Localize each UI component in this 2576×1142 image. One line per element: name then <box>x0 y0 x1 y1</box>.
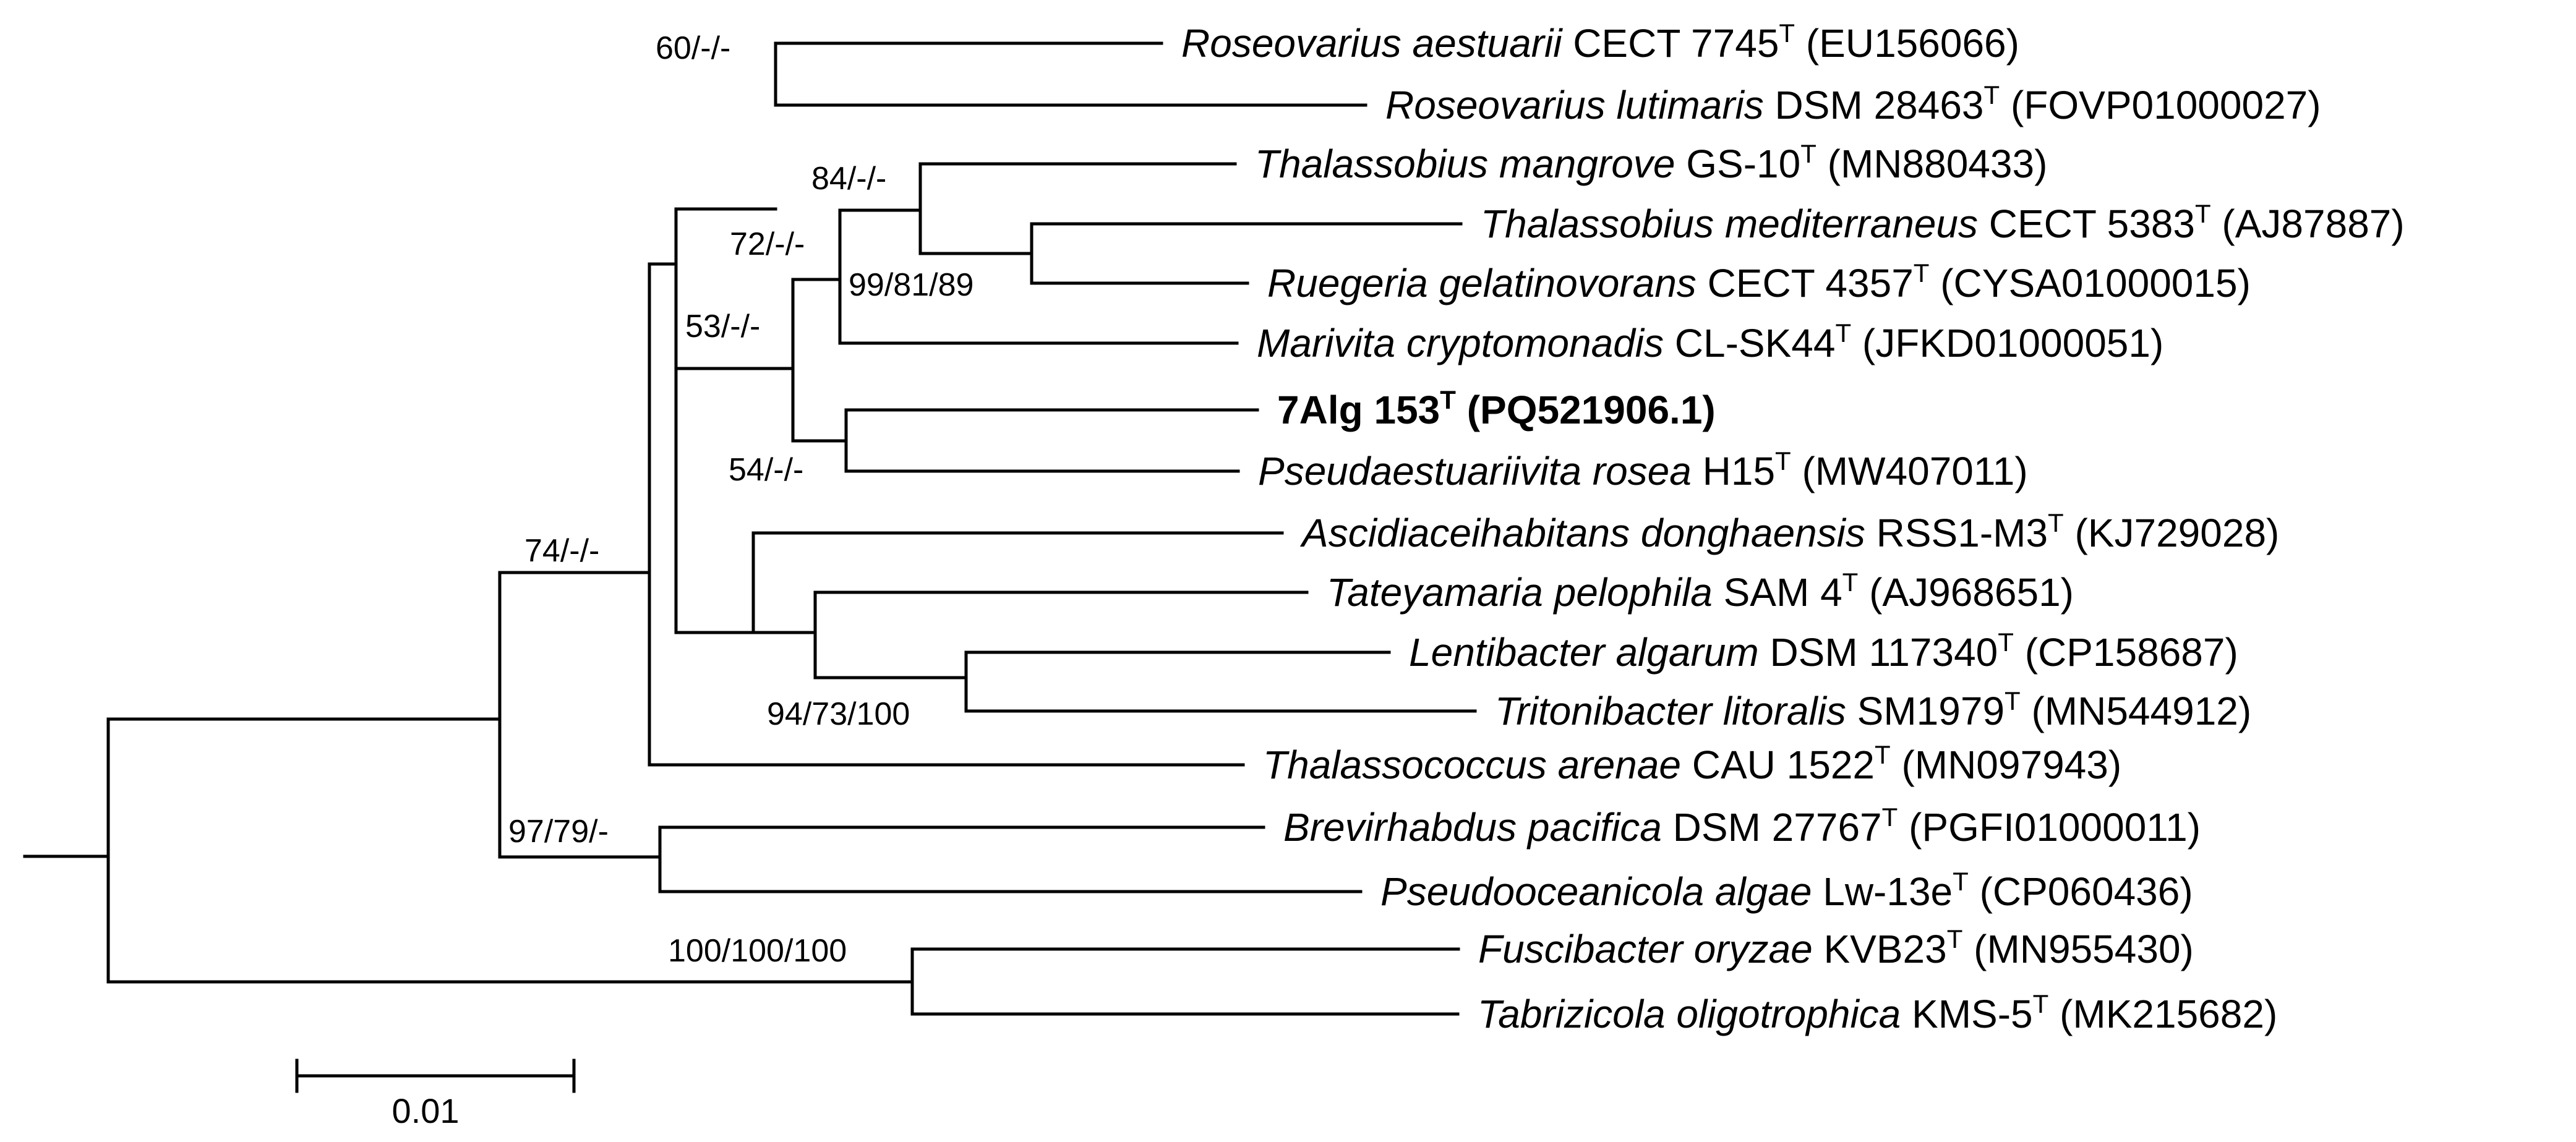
taxon-label: Pseudaestuariivita rosea H15T (MW407011) <box>1258 446 2028 493</box>
taxon-label: 7Alg 153T (PQ521906.1) <box>1277 385 1716 432</box>
taxon-label: Fuscibacter oryzae KVB23T (MN955430) <box>1478 924 2194 971</box>
taxon-label: Ruegeria gelatinovorans CECT 4357T (CYSA… <box>1267 258 2251 305</box>
taxon-label: Thalassococcus arenae CAU 1522T (MN09794… <box>1263 740 2121 787</box>
scale-bar-label: 0.01 <box>392 1091 460 1130</box>
taxon-labels: Roseovarius aestuarii CECT 7745T (EU1560… <box>1181 19 2405 1036</box>
taxon-label: Roseovarius lutimaris DSM 28463T (FOVP01… <box>1385 80 2321 127</box>
support-value: 54/-/- <box>729 452 803 488</box>
taxon-label: Pseudooceanicola algae Lw-13eT (CP060436… <box>1380 867 2193 914</box>
support-value: 100/100/100 <box>668 933 847 969</box>
support-value: 97/79/- <box>508 814 609 850</box>
support-value: 99/81/89 <box>849 267 973 303</box>
support-value: 74/-/- <box>524 533 599 569</box>
taxon-label: Thalassobius mediterraneus CECT 5383T (A… <box>1481 199 2405 246</box>
taxon-label: Marivita cryptomonadis CL-SK44T (JFKD010… <box>1257 318 2163 365</box>
support-value: 94/73/100 <box>767 696 910 732</box>
taxon-label: Roseovarius aestuarii CECT 7745T (EU1560… <box>1181 19 2019 66</box>
taxon-label: Tritonibacter litoralis SM1979T (MN54491… <box>1495 686 2251 733</box>
taxon-label: Ascidiaceihabitans donghaensis RSS1-M3T … <box>1299 508 2279 555</box>
taxon-label: Thalassobius mangrove GS-10T (MN880433) <box>1255 139 2047 186</box>
support-value: 60/-/- <box>656 30 730 66</box>
taxon-label: Tateyamaria pelophila SAM 4T (AJ968651) <box>1327 568 2074 615</box>
taxon-label: Tabrizicola oligotrophica KMS-5T (MK2156… <box>1478 989 2277 1036</box>
support-values: 60/-/- 84/-/- 72/-/- 99/81/89 53/-/- 54/… <box>508 30 973 969</box>
support-value: 72/-/- <box>730 226 805 262</box>
scale-bar: 0.01 <box>295 1059 576 1130</box>
support-value: 84/-/- <box>811 161 886 197</box>
taxon-label: Brevirhabdus pacifica DSM 27767T (PGFI01… <box>1283 803 2201 850</box>
taxon-label: Lentibacter algarum DSM 117340T (CP15868… <box>1409 628 2238 675</box>
support-value: 53/-/- <box>685 309 760 344</box>
tree-branches <box>23 41 1477 1016</box>
